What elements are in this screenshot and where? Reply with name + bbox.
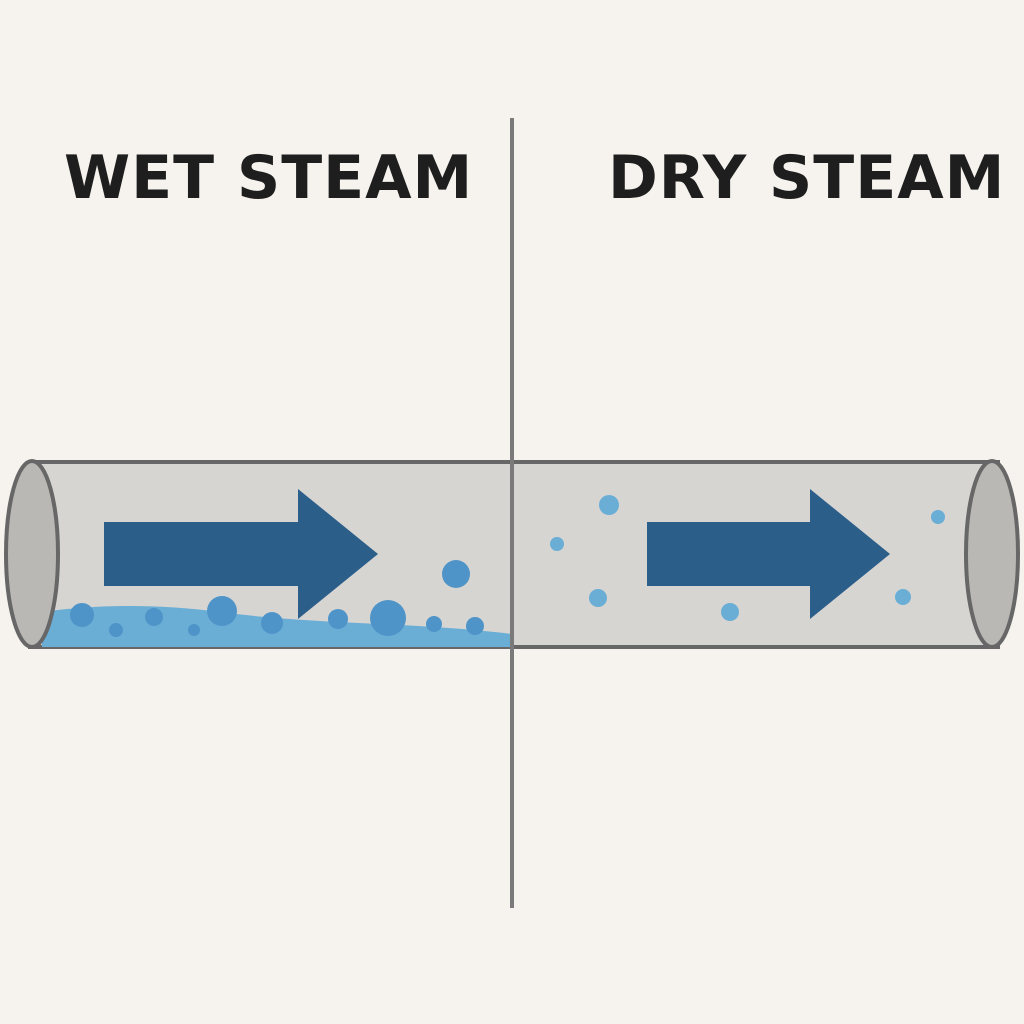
droplet-icon — [442, 560, 470, 588]
droplet-icon — [466, 617, 484, 635]
wet-droplets — [70, 560, 484, 637]
droplet-icon — [261, 612, 283, 634]
droplet-icon — [109, 623, 123, 637]
droplet-icon — [145, 608, 163, 626]
pipe-end-right — [964, 459, 1020, 649]
wet-steam-heading: WET STEAM — [64, 143, 474, 213]
droplet-icon — [721, 603, 739, 621]
droplet-icon — [207, 596, 237, 626]
dry-droplets — [550, 495, 945, 621]
droplet-icon — [931, 510, 945, 524]
droplet-icon — [550, 537, 564, 551]
droplet-icon — [188, 624, 200, 636]
droplet-icon — [599, 495, 619, 515]
droplet-icon — [70, 603, 94, 627]
right-arrow-icon — [104, 489, 378, 619]
droplet-icon — [370, 600, 406, 636]
droplet-icon — [328, 609, 348, 629]
dry-steam-heading: DRY STEAM — [608, 143, 1006, 213]
droplet-icon — [589, 589, 607, 607]
droplet-icon — [426, 616, 442, 632]
right-arrow-icon — [647, 489, 890, 619]
pipe-end-left — [4, 459, 60, 649]
droplet-icon — [895, 589, 911, 605]
